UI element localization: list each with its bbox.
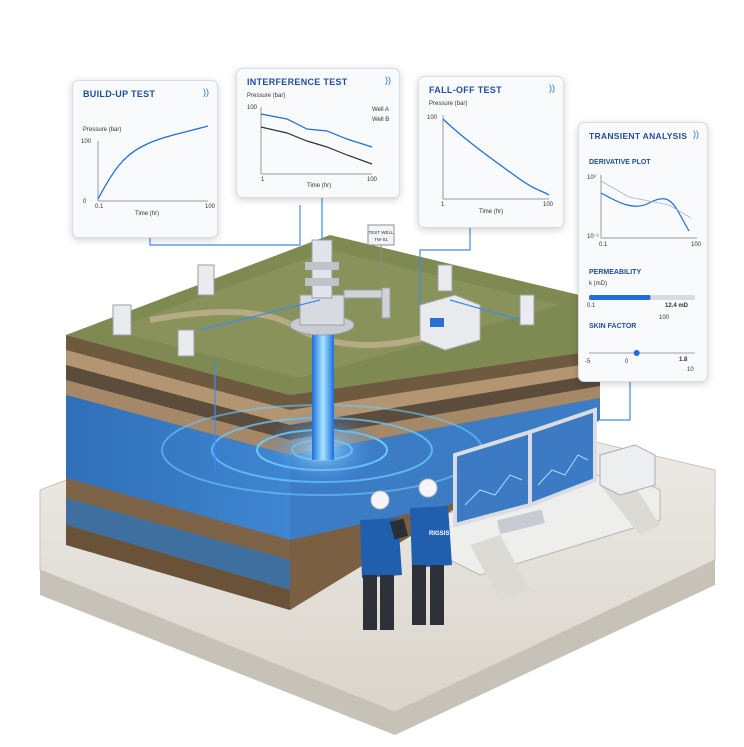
buildup-ytick: 100	[81, 139, 92, 145]
legend-well-a: Well A	[372, 107, 389, 113]
buildup-xlabel: Time (hr)	[135, 211, 160, 217]
buildup-plot	[97, 125, 209, 202]
transient-xtick: 100	[691, 242, 702, 248]
wifi-icon: ))	[549, 83, 555, 93]
transient-ytick: 10⁻¹	[587, 234, 599, 240]
falloff-ylabel: Pressure (bar)	[429, 101, 468, 107]
falloff-ytick: 100	[427, 115, 438, 121]
interference-title: INTERFERENCE TEST	[247, 77, 348, 87]
test-well-sign: TEST WELL TW-01	[367, 224, 395, 265]
interference-xtick: 100	[367, 177, 378, 183]
equipment-cabinet	[419, 294, 481, 351]
wellhead-icon	[289, 239, 391, 336]
falloff-xtick: 100	[543, 202, 554, 208]
skin-tick: -5	[585, 359, 591, 365]
legend-well-b: Well B	[372, 117, 390, 123]
server-box	[599, 444, 656, 496]
tablet-icon	[389, 518, 409, 540]
transient-ytick: 10³	[587, 175, 596, 181]
buildup-ytick: 0	[83, 199, 87, 205]
skin-tick: 0	[625, 359, 629, 365]
wifi-icon: ))	[385, 75, 391, 85]
derivative-title: DERIVATIVE PLOT	[589, 159, 651, 166]
falloff-title: FALL-OFF TEST	[429, 85, 502, 95]
buildup-xtick: 100	[205, 204, 216, 210]
transient-xtick: 0.1	[599, 242, 608, 248]
permeability-unit: k (mD)	[589, 281, 607, 287]
permeability-tick: 100	[659, 315, 670, 321]
transient-panel: TRANSIENT ANALYSIS DERIVATIVE PLOT 10³ 1…	[578, 122, 708, 382]
buildup-title: BUILD-UP TEST	[83, 89, 156, 99]
skin-label: SKIN FACTOR	[589, 323, 637, 330]
borehole	[312, 315, 334, 460]
transient-title: TRANSIENT ANALYSIS	[589, 131, 688, 141]
permeability-label: PERMEABILITY	[589, 269, 642, 276]
wifi-icon: ))	[203, 87, 209, 97]
interference-xlabel: Time (hr)	[307, 183, 332, 189]
falloff-xtick: 1	[441, 202, 445, 208]
interference-ytick: 100	[247, 105, 258, 111]
sign-line2: TW-01	[374, 237, 388, 242]
wifi-icon: ))	[693, 129, 699, 139]
worker-icon: RIGSIS	[360, 478, 452, 630]
falloff-plot	[442, 115, 550, 200]
interference-xtick: 1	[261, 177, 265, 183]
brand-text: RIGSIS	[429, 531, 449, 537]
permeability-tick: 0.1	[587, 303, 596, 309]
derivative-plot	[589, 175, 697, 356]
interference-panel: INTERFERENCE TEST )) Pressure (bar) Well…	[236, 68, 400, 198]
skin-tick: 10	[687, 367, 694, 373]
buildup-panel: BUILD-UP TEST )) Pressure (bar) Time (hr…	[72, 80, 218, 238]
permeability-value: 12.4 mD	[665, 303, 689, 309]
sign-line1: TEST WELL	[369, 230, 394, 235]
interference-plot	[260, 107, 373, 175]
buildup-ylabel: Pressure (bar)	[83, 127, 122, 133]
falloff-xlabel: Time (hr)	[479, 209, 504, 215]
buildup-xtick: 0.1	[95, 204, 104, 210]
monitor-icon	[453, 407, 597, 528]
falloff-panel: FALL-OFF TEST )) Pressure (bar) Time (hr…	[418, 76, 564, 228]
interference-ylabel: Pressure (bar)	[247, 93, 286, 99]
skin-value: 1.8	[679, 357, 688, 363]
sensor-icon	[112, 264, 535, 357]
